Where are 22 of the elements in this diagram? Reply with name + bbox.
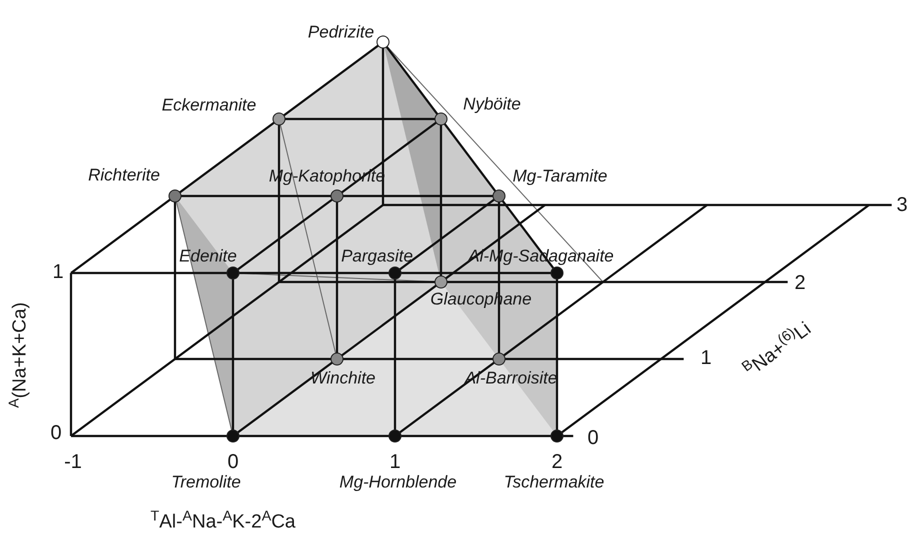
mineral-label: Pargasite	[341, 248, 413, 264]
tick-label: 2	[794, 273, 806, 293]
mineral-label: Tremolite	[171, 474, 241, 490]
mineral-label: Richterite	[88, 166, 160, 184]
mineral-label: Mg-Taramite	[512, 168, 608, 184]
mineral-label: Mg-Hornblende	[339, 474, 457, 490]
tick-label: 0	[227, 452, 239, 472]
tick-label: 0	[587, 428, 599, 448]
mineral-label: Nyböite	[463, 96, 521, 112]
tick-label: 1	[700, 348, 712, 368]
tick-label: 2	[551, 452, 563, 472]
tick-label: 0	[50, 423, 62, 443]
tick-label: 1	[389, 452, 401, 472]
mineral-label: Tschermakite	[504, 474, 604, 490]
axis-title: $^{T}$Al-$^{A}$Na-$^{A}$K-2$^{A}$Ca	[150, 512, 296, 532]
mineral-label: Edenite	[179, 248, 237, 264]
mineral-label: Pedrizite	[308, 24, 374, 40]
tick-label: -1	[64, 452, 82, 472]
tick-label: 3	[896, 195, 908, 215]
mineral-label: Winchite	[310, 370, 376, 386]
tick-label: 1	[52, 262, 64, 282]
mineral-label: Eckermanite	[162, 96, 256, 114]
